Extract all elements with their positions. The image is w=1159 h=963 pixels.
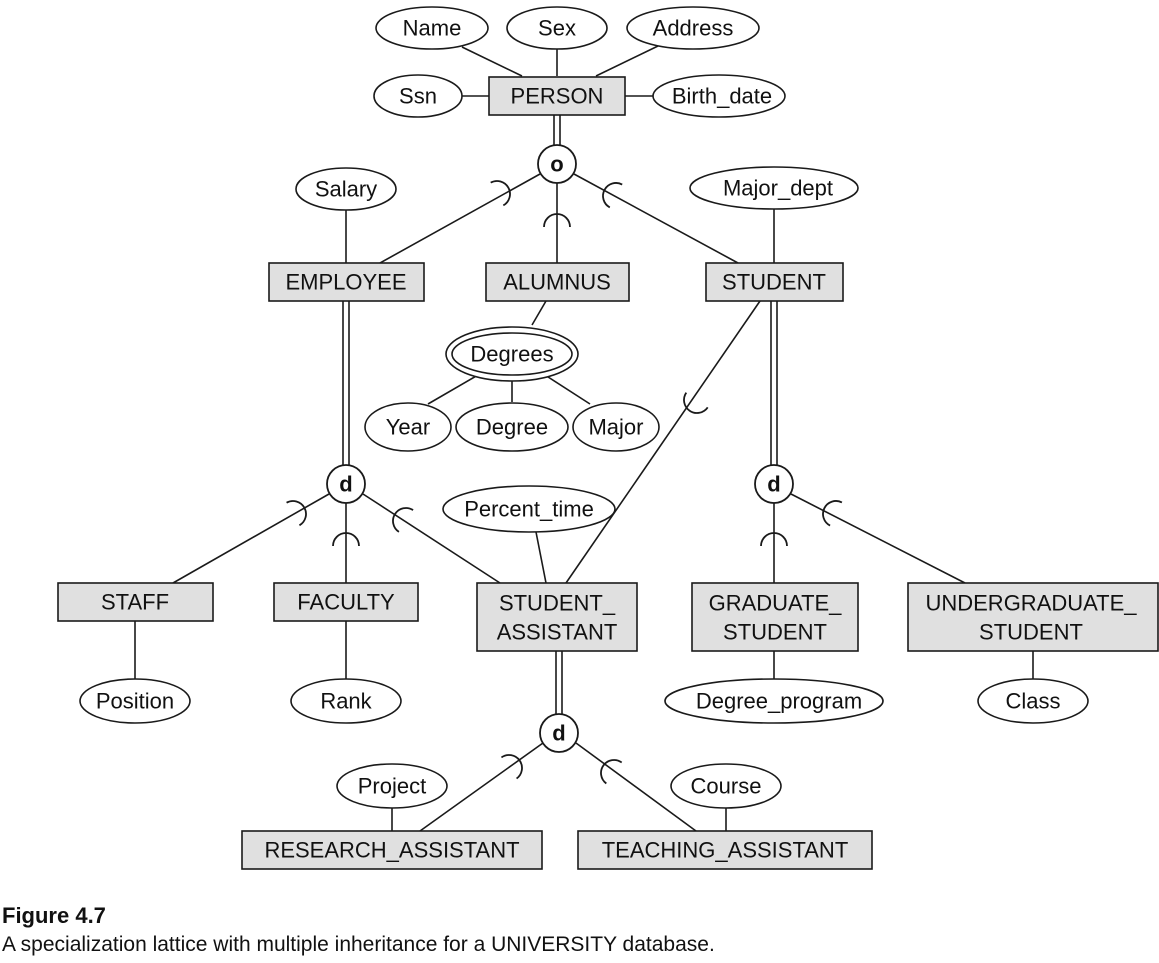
entity-graduate-student: GRADUATE_ STUDENT	[691, 582, 859, 652]
attr-rank: Rank	[290, 678, 402, 724]
entity-alumnus: ALUMNUS	[485, 262, 630, 302]
svg-text:GRADUATE_: GRADUATE_	[709, 591, 843, 616]
attr-birth-date: Birth_date	[652, 74, 786, 118]
svg-text:Year: Year	[386, 415, 430, 440]
svg-text:Rank: Rank	[320, 689, 372, 714]
subset-symbols	[286, 180, 843, 785]
specialization-circle-employee: d	[326, 464, 366, 504]
subset-symbol	[683, 392, 709, 414]
svg-text:d: d	[339, 472, 352, 497]
svg-text:UNDERGRADUATE_: UNDERGRADUATE_	[925, 591, 1137, 616]
svg-text:Name: Name	[403, 16, 462, 41]
attr-position: Position	[79, 678, 191, 724]
attr-degree: Degree	[455, 402, 569, 452]
entity-research-assistant: RESEARCH_ASSISTANT	[241, 830, 543, 870]
subset-symbol	[392, 507, 414, 533]
subset-symbol	[760, 532, 788, 547]
entity-faculty: FACULTY	[273, 582, 419, 622]
svg-text:EMPLOYEE: EMPLOYEE	[285, 270, 406, 295]
entity-student: STUDENT	[705, 262, 844, 302]
attr-course: Course	[670, 763, 782, 809]
attr-percent-time: Percent_time	[442, 485, 616, 533]
attr-sex: Sex	[506, 6, 608, 50]
entity-student-assistant: STUDENT_ ASSISTANT	[476, 582, 638, 652]
svg-text:Position: Position	[96, 689, 174, 714]
subset-symbol	[286, 500, 307, 527]
figure-title: Figure 4.7	[2, 903, 106, 928]
attr-degree-program: Degree_program	[664, 678, 884, 724]
svg-text:Major_dept: Major_dept	[723, 176, 833, 201]
subset-symbol	[332, 532, 360, 547]
connector-lines	[134, 45, 1034, 832]
svg-text:Ssn: Ssn	[399, 84, 437, 109]
attr-ssn: Ssn	[373, 74, 463, 118]
specialization-circle-student: d	[754, 464, 794, 504]
svg-text:STUDENT: STUDENT	[979, 620, 1083, 645]
svg-text:Degree: Degree	[476, 415, 548, 440]
attr-address: Address	[626, 6, 760, 50]
svg-text:Birth_date: Birth_date	[672, 84, 772, 109]
svg-text:PERSON: PERSON	[511, 84, 604, 109]
entity-staff: STAFF	[57, 582, 214, 622]
attr-salary: Salary	[295, 167, 397, 211]
subset-symbol	[490, 180, 511, 207]
attr-class: Class	[977, 678, 1089, 724]
subset-symbol	[822, 500, 843, 527]
subset-symbol	[500, 754, 523, 780]
svg-text:STUDENT_: STUDENT_	[499, 591, 616, 616]
specialization-circle-person: o	[537, 144, 577, 184]
svg-text:RESEARCH_ASSISTANT: RESEARCH_ASSISTANT	[264, 838, 519, 863]
entity-person: PERSON	[488, 76, 626, 116]
svg-text:o: o	[550, 152, 563, 177]
entity-employee: EMPLOYEE	[268, 262, 425, 302]
svg-text:FACULTY: FACULTY	[297, 590, 395, 615]
svg-text:ASSISTANT: ASSISTANT	[497, 620, 618, 645]
subset-symbol	[602, 182, 623, 209]
svg-text:d: d	[552, 721, 565, 746]
svg-text:Degrees: Degrees	[470, 342, 553, 367]
svg-text:Project: Project	[358, 774, 426, 799]
svg-text:STUDENT: STUDENT	[722, 270, 826, 295]
svg-text:Sex: Sex	[538, 16, 576, 41]
svg-text:Degree_program: Degree_program	[696, 689, 862, 714]
entity-undergraduate-student: UNDERGRADUATE_ STUDENT	[907, 582, 1159, 652]
er-diagram: o d d d Name Sex Address Ssn Birth_	[57, 6, 1159, 870]
attr-year: Year	[364, 402, 452, 452]
svg-text:Class: Class	[1005, 689, 1060, 714]
attr-degrees-multivalued: Degrees	[445, 326, 579, 382]
svg-text:Major: Major	[588, 415, 643, 440]
svg-text:STAFF: STAFF	[101, 590, 169, 615]
attr-major-dept: Major_dept	[689, 166, 859, 210]
svg-text:STUDENT: STUDENT	[723, 620, 827, 645]
svg-text:TEACHING_ASSISTANT: TEACHING_ASSISTANT	[602, 838, 849, 863]
attr-project: Project	[336, 763, 448, 809]
svg-text:Address: Address	[653, 16, 734, 41]
subset-symbol	[600, 759, 623, 785]
attr-name: Name	[375, 6, 489, 50]
svg-text:Salary: Salary	[315, 177, 377, 202]
attr-major: Major	[572, 402, 660, 452]
svg-text:ALUMNUS: ALUMNUS	[503, 270, 611, 295]
svg-text:d: d	[767, 472, 780, 497]
figure-caption: A specialization lattice with multiple i…	[2, 933, 715, 956]
specialization-circle-student-assistant: d	[539, 713, 579, 753]
svg-text:Course: Course	[691, 774, 762, 799]
svg-text:Percent_time: Percent_time	[464, 497, 594, 522]
subset-symbol	[543, 213, 571, 228]
entity-teaching-assistant: TEACHING_ASSISTANT	[577, 830, 873, 870]
